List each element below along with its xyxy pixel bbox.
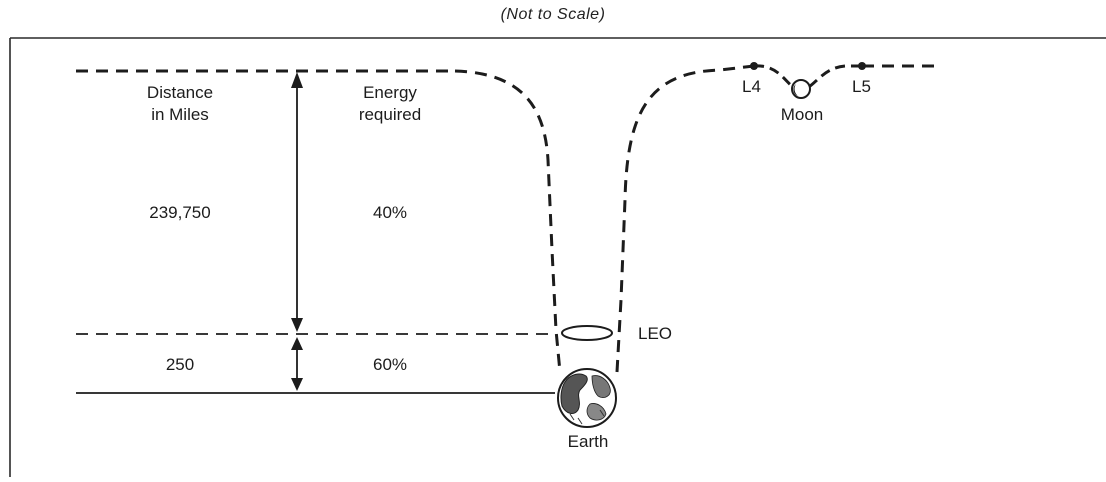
upper-energy-value: 40% [372, 203, 408, 222]
gravity-well-left-wall [454, 69, 562, 373]
leo-orbit-ellipse [561, 325, 613, 341]
energy-heading-line2: required [358, 105, 422, 124]
lower-distance-value: 250 [165, 355, 195, 374]
gravity-well-right-wall [615, 64, 755, 373]
l5-label: L5 [852, 77, 871, 96]
energy-heading: Energy required [338, 82, 442, 126]
l5-point [858, 62, 866, 70]
earth-icon [557, 368, 617, 428]
distance-arrow-upper-head-bottom [291, 318, 303, 332]
leo-label: LEO [638, 324, 673, 343]
distance-heading-line1: Distance [146, 83, 214, 102]
distance-arrow-lower-head-top [291, 337, 303, 350]
lower-energy-value: 60% [372, 355, 408, 374]
distance-arrow-upper-head-top [291, 72, 303, 88]
earth-label: Earth [567, 432, 609, 451]
distance-heading-line2: in Miles [151, 105, 209, 124]
not-to-scale-caption: (Not to Scale) [500, 6, 606, 23]
energy-heading-line1: Energy [363, 83, 417, 102]
moon-icon [791, 79, 811, 99]
upper-distance-value: 239,750 [149, 203, 211, 222]
moon-label: Moon [780, 105, 824, 124]
distance-heading: Distance in Miles [128, 82, 232, 126]
l4-point [750, 62, 758, 70]
l4-label: L4 [742, 77, 761, 96]
distance-arrow-lower-head-bottom [291, 378, 303, 391]
